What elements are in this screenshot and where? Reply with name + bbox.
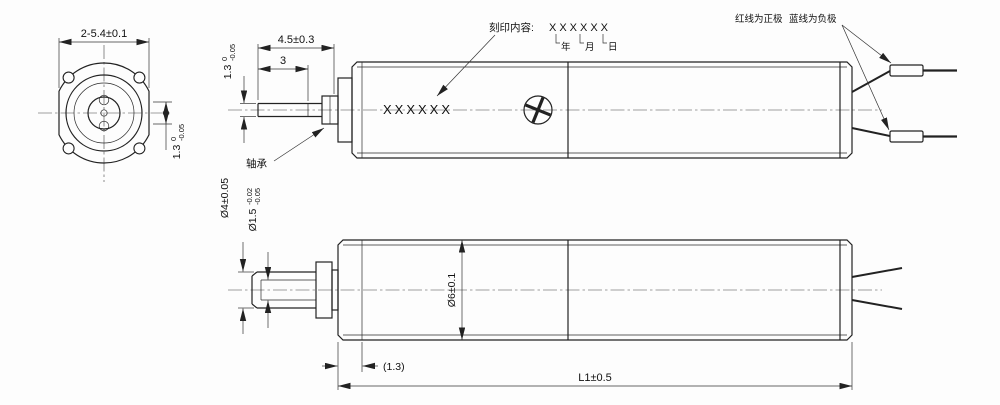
top-lead-wires	[851, 64, 957, 143]
top-dim-shaft-step: 3	[258, 55, 309, 101]
engraving-year-label: 年	[561, 41, 571, 53]
bottom-wire-lower	[851, 299, 903, 310]
front-dim-flat-tol-lower: -0.05	[177, 124, 186, 141]
bottom-dim-body-dia-label: Ø6±0.1	[446, 273, 458, 308]
bottom-dim-front-ref-label: (1.3)	[383, 361, 405, 373]
front-mounting-notches	[62, 71, 146, 155]
bottom-lead-wires	[851, 267, 903, 310]
bottom-dim-shaft-dia-value: Ø1.5	[247, 208, 259, 231]
polarity-red-label: 红线为正极	[735, 13, 783, 25]
front-hole-top	[98, 94, 110, 106]
front-hole-bottom	[98, 120, 110, 132]
bottom-dim-shaft-dia: Ø1.5 -0.02 -0.05	[245, 188, 272, 328]
top-dim-shaft-length-label: 4.5±0.3	[278, 34, 315, 46]
engraving-prefix-label: 刻印内容:	[489, 21, 534, 34]
front-centerlines	[38, 45, 172, 182]
engraving-placeholder: XXXXXX	[549, 22, 611, 34]
side-view-bottom: Ø6±0.1 Ø4±0.05 Ø1.5 -0.02 -0.05	[219, 178, 903, 390]
wire-upper-connector	[889, 64, 924, 77]
front-view: 2-5.4±0.1 1.3 0 -0.05	[38, 28, 186, 182]
front-rings	[65, 74, 143, 152]
front-dim-width: 2-5.4±0.1	[58, 28, 150, 88]
top-dim-shaft-tip-tol-lower: -0.05	[228, 44, 237, 61]
front-dim-flat-value: 1.3	[171, 145, 183, 160]
wire-lower	[851, 127, 891, 137]
bottom-dim-shaft-dia-tol-upper: -0.02	[245, 188, 254, 205]
top-dim-shaft-tip: 1.3 0 -0.05	[220, 44, 256, 143]
body-marking-text: XXXXXX	[383, 102, 453, 117]
bottom-motor-body	[337, 239, 853, 341]
side-view-top: XXXXXX 刻印内容: XXXXXX 年 月 日 4.5±0.3 3	[220, 13, 957, 170]
engraving-annotation: 刻印内容: XXXXXX 年 月 日	[436, 21, 618, 97]
top-dim-shaft-step-label: 3	[280, 55, 286, 67]
top-dim-shaft-length: 4.5±0.3	[257, 34, 335, 100]
bottom-dim-total-length: L1±0.5	[338, 342, 853, 390]
front-dim-flat: 1.3 0 -0.05	[153, 101, 186, 160]
wire-lower-connector	[889, 130, 924, 143]
polarity-blue-label: 蓝线为负极	[789, 13, 837, 25]
engraving-month-label: 月	[585, 42, 595, 53]
top-dim-shaft-tip-value: 1.3	[222, 65, 234, 80]
top-motor-body	[351, 61, 853, 159]
bottom-dim-collar-dia-label: Ø4±0.05	[219, 178, 231, 218]
bottom-dim-front-ref: (1.3)	[322, 342, 405, 390]
bearing-callout: 轴承	[246, 127, 325, 170]
top-output-shaft	[257, 102, 322, 118]
wire-upper	[851, 70, 891, 93]
front-housing-outline	[58, 62, 150, 164]
bottom-wire-upper	[851, 267, 903, 278]
front-dim-width-label: 2-5.4±0.1	[81, 28, 127, 40]
shaft-flat	[260, 279, 316, 301]
bottom-dim-collar-dia: Ø4±0.05	[219, 178, 254, 334]
front-center-bore	[100, 109, 108, 117]
phillips-screw-icon	[523, 95, 553, 125]
bottom-dim-total-length-label: L1±0.5	[578, 372, 612, 384]
bottom-dim-body-dia: Ø6±0.1	[446, 240, 466, 340]
bottom-dim-shaft-dia-tol-lower: -0.05	[253, 188, 262, 205]
front-dim-flat-tol-upper: 0	[169, 137, 178, 141]
engraving-day-label: 日	[608, 42, 618, 53]
top-dim-shaft-tip-tol-upper: 0	[220, 57, 229, 61]
polarity-note: 红线为正极 蓝线为负极	[735, 13, 892, 131]
bearing-label: 轴承	[246, 157, 267, 170]
